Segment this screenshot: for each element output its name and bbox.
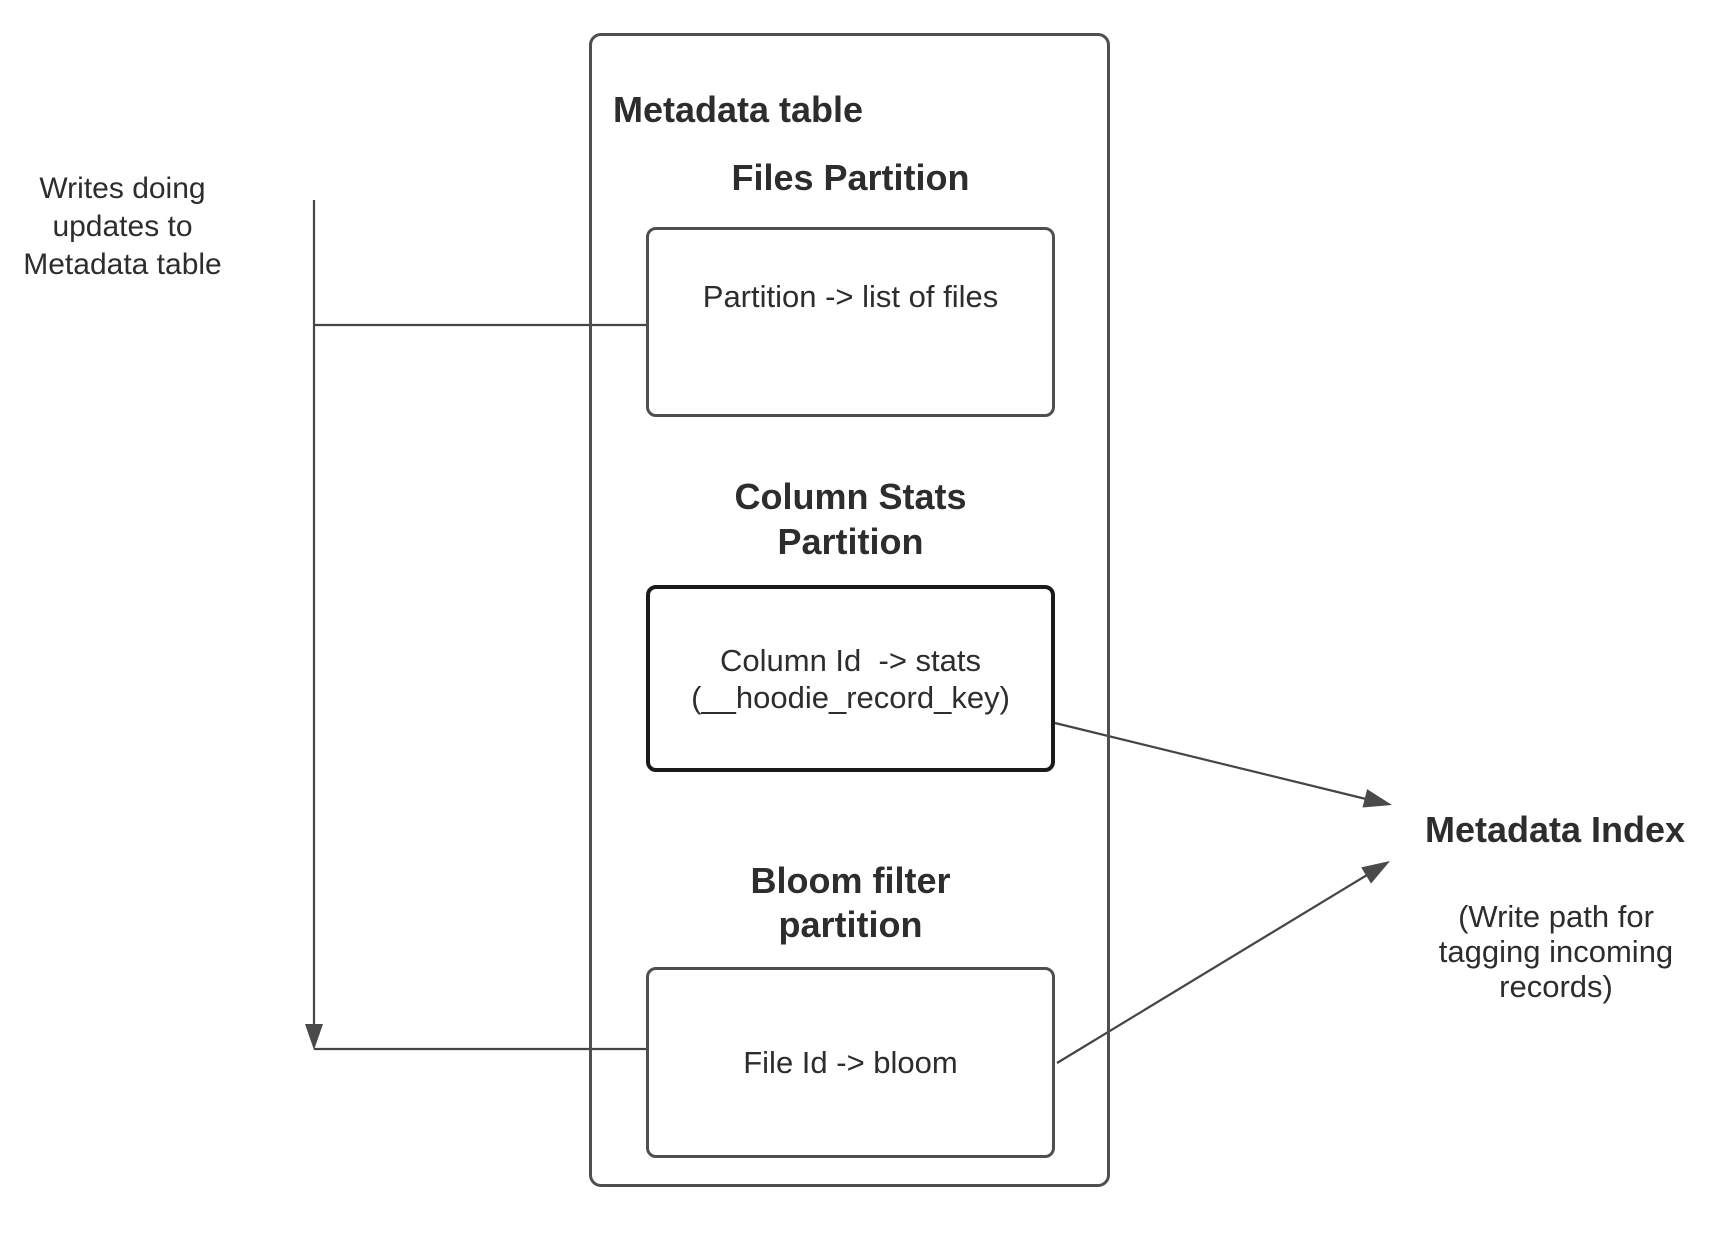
right-arrowhead-icon	[1362, 789, 1392, 808]
bloom-filter-partition-box: File Id -> bloom	[646, 967, 1055, 1158]
bloom-filter-partition-body: File Id -> bloom	[743, 1045, 958, 1080]
metadata-index-title: Metadata Index	[1424, 809, 1686, 850]
files-partition-body: Partition -> list of files	[702, 279, 999, 314]
metadata-table-container	[589, 33, 1110, 1187]
column-stats-partition-heading: Column Stats Partition	[734, 476, 967, 562]
column-stats-partition-body: Column Id -> stats (__hoodie_record_key)	[691, 642, 1010, 715]
files-partition-heading: Files Partition	[731, 157, 970, 198]
column-stats-partition-box: Column Id -> stats (__hoodie_record_key)	[646, 585, 1055, 772]
writes-update-arrow	[305, 200, 323, 1050]
up-right-arrowhead-icon	[1361, 861, 1390, 884]
metadata-table-title: Metadata table	[613, 89, 864, 130]
writes-note: Writes doing updates to Metadata table	[23, 172, 222, 281]
files-partition-box: Partition -> list of files	[646, 227, 1055, 417]
down-arrowhead-icon	[305, 1024, 323, 1050]
metadata-index-subtitle: (Write path for tagging incoming records…	[1438, 899, 1674, 1004]
bloom-filter-partition-heading: Bloom filter partition	[750, 860, 951, 945]
